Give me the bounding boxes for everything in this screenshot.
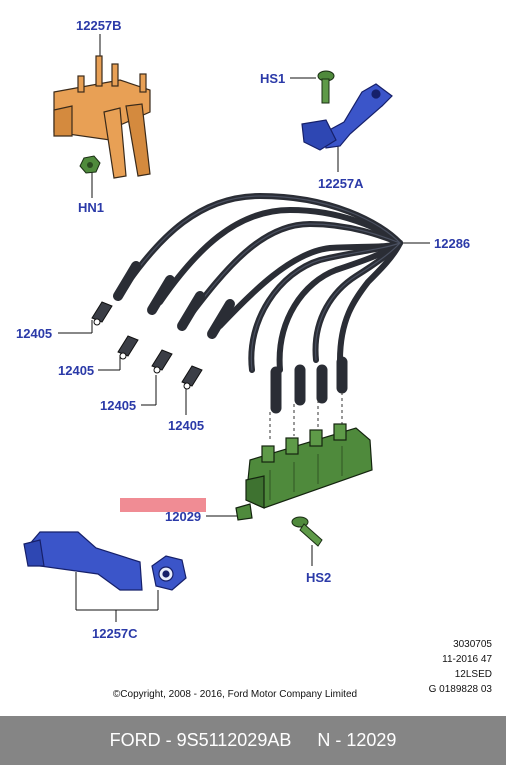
connector-2: [117, 335, 139, 360]
connectors-12405: [91, 301, 203, 390]
ignition-coil-12029: [235, 423, 373, 521]
ref-line-4: G 0189828 03: [428, 684, 492, 695]
connector-3: [151, 349, 173, 374]
bracket-12257a: [301, 83, 393, 151]
connector-4: [181, 365, 203, 390]
connector-1: [91, 301, 113, 326]
highlight-bar: [120, 498, 206, 512]
callout-12405-4: 12405: [168, 418, 204, 433]
footer-part-number: FORD - 9S5112029AB: [109, 730, 292, 750]
leader-lines: [58, 34, 430, 622]
callout-12405-2: 12405: [58, 363, 94, 378]
diagram-reference-block: 3030705 11-2016 47 12LSED G 0189828 03: [429, 637, 492, 697]
assembly-lines: [269, 392, 343, 440]
footer-bar: FORD - 9S5112029AB N - 12029: [0, 716, 506, 765]
ref-line-3: 12LSED: [454, 669, 492, 680]
copyright-notice: ©Copyright, 2008 - 2016, Ford Motor Comp…: [112, 689, 358, 700]
callout-hs1: HS1: [260, 71, 285, 86]
bracket-12257c: [23, 531, 187, 591]
callout-hn1: HN1: [78, 200, 104, 215]
ref-line-1: 3030705: [453, 639, 492, 650]
callout-12029: 12029: [165, 509, 201, 524]
ref-line-2: 11-2016 47: [442, 654, 492, 665]
nut-hn1: [79, 155, 101, 174]
callout-12405-3: 12405: [100, 398, 136, 413]
callout-12257c: 12257C: [92, 626, 138, 641]
parts-diagram: 12257B HS1 12257A HN1 12286 12405 12405 …: [16, 18, 470, 641]
callout-12257a: 12257A: [318, 176, 364, 191]
ignition-leads-12286: [113, 192, 403, 414]
callout-12286: 12286: [434, 236, 470, 251]
callout-12405-1: 12405: [16, 326, 52, 341]
footer-reference: N - 12029: [317, 730, 397, 750]
bolt-hs2: [291, 516, 323, 547]
bolt-hs1: [317, 70, 335, 104]
callout-12257b: 12257B: [76, 18, 122, 33]
bracket-12257b: [53, 55, 151, 179]
callout-hs2: HS2: [306, 570, 331, 585]
